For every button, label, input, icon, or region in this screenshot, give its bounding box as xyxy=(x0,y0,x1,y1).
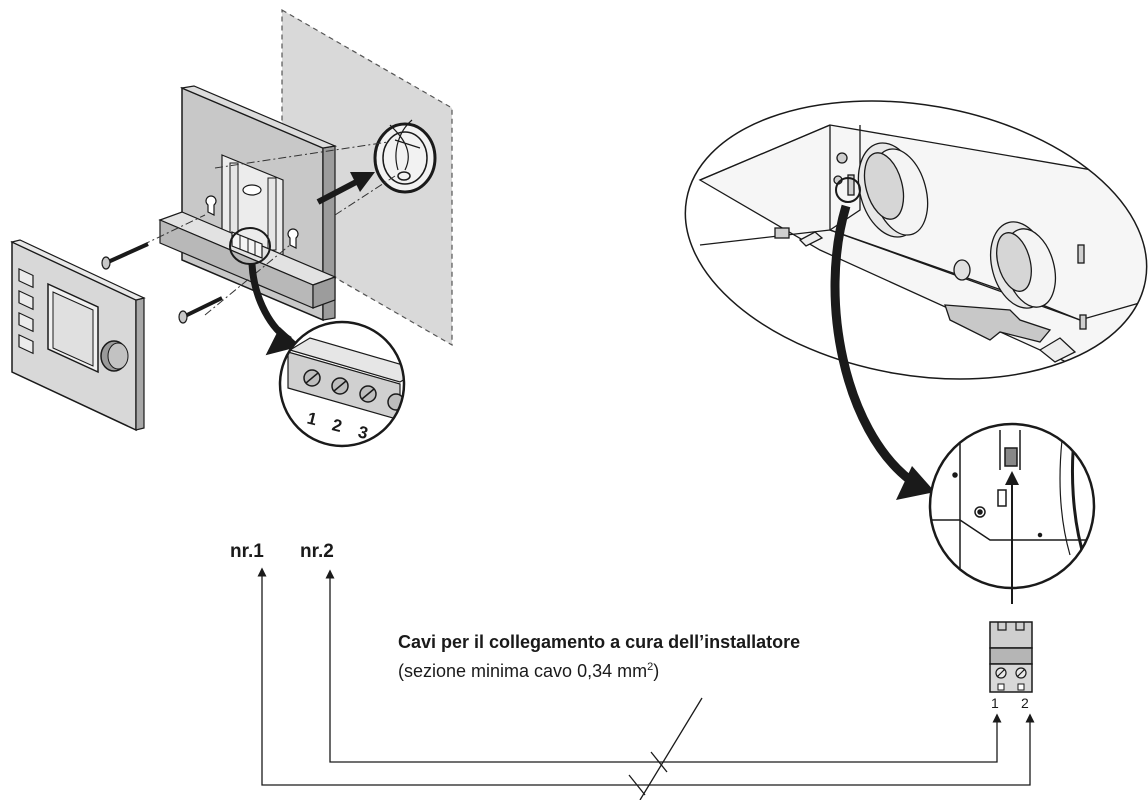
screw-bottom xyxy=(178,296,223,324)
controller-terminal-1: 1 xyxy=(305,409,319,430)
wire-nr1 xyxy=(257,567,1035,786)
alignment-lines xyxy=(127,141,396,316)
controller-terminal-2: 2 xyxy=(330,415,344,436)
unit-terminal-2: 2 xyxy=(1021,695,1029,711)
unit-detail-arrow xyxy=(830,204,935,500)
ventilation-unit-view xyxy=(684,100,1148,402)
unit-terminal-zoom xyxy=(928,422,1096,590)
wall-bracket xyxy=(158,85,338,322)
wire-label-nr1: nr.1 xyxy=(230,541,264,562)
unit-terminal-1: 1 xyxy=(991,695,999,711)
cable-note: (sezione minima cavo 0,34 mm2) xyxy=(398,661,659,681)
wire-label-nr2: nr.2 xyxy=(300,541,334,562)
control-panel xyxy=(10,239,146,432)
wall-junction-box xyxy=(373,119,437,194)
cable-callout-line xyxy=(628,697,703,800)
cable-note-sup: 2 xyxy=(647,661,653,673)
cable-title: Cavi per il collegamento a cura dell’ins… xyxy=(398,632,800,652)
controller-terminal-3: 3 xyxy=(356,422,370,443)
cable-note-prefix: (sezione minima cavo 0,34 mm xyxy=(398,661,647,681)
cable-note-suffix: ) xyxy=(653,661,659,681)
screw-top xyxy=(101,242,149,270)
mount-arrow xyxy=(316,172,375,205)
unit-terminal-connector xyxy=(989,621,1033,693)
controller-terminal-zoom: 1 2 3 xyxy=(278,320,406,448)
